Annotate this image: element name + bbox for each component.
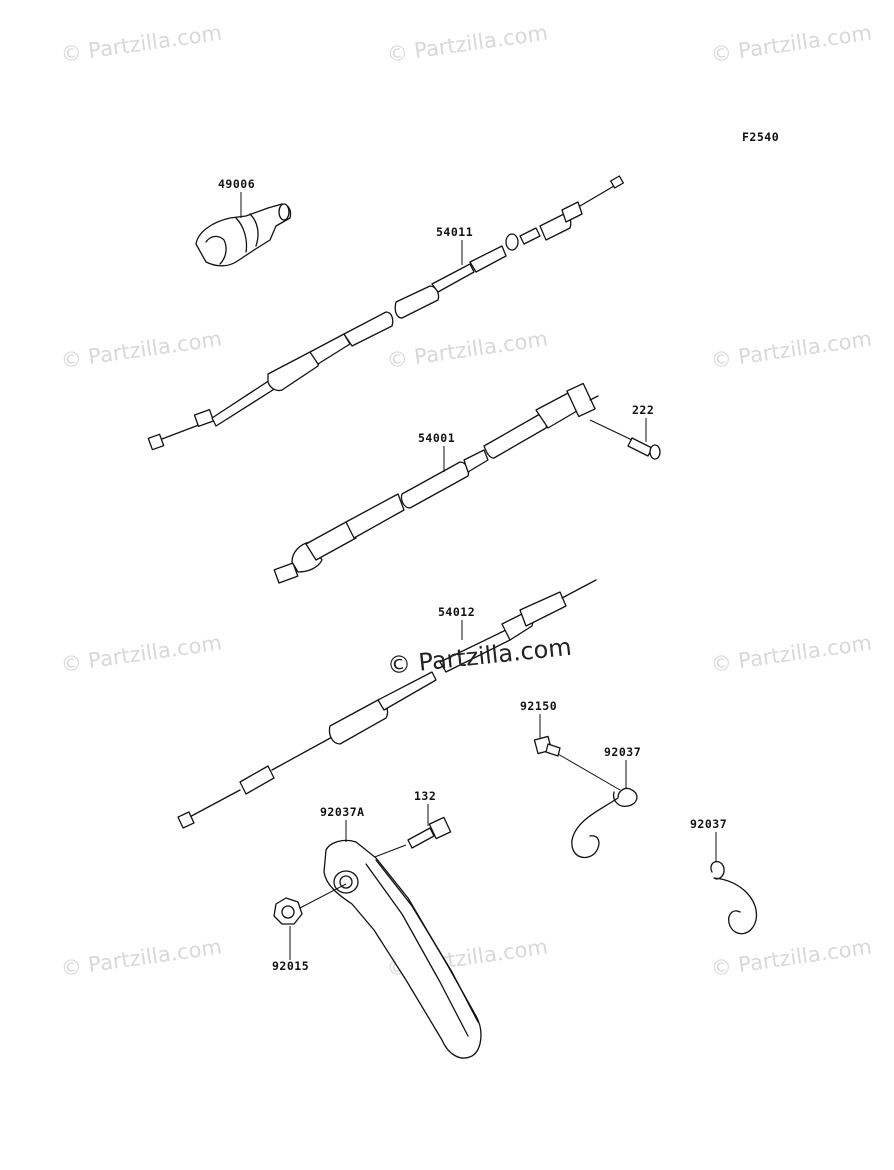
part-92015-nut[interactable] [273,897,303,925]
part-label-92150[interactable]: 92150 [520,699,557,713]
part-222-screw[interactable] [627,437,661,460]
part-label-92037-clip[interactable]: 92037 [690,817,727,831]
diagram-code: F2540 [742,130,779,144]
watermark-text: © Partzilla.com [709,935,873,981]
part-label-132[interactable]: 132 [414,789,436,803]
watermark-text: © Partzilla.com [709,631,873,677]
part-132-bolt[interactable] [407,816,452,849]
watermark-text: © Partzilla.com [385,21,549,67]
part-label-92037[interactable]: 92037 [604,745,641,759]
part-54011-clutch-cable[interactable] [147,175,624,451]
part-92037A-bracket[interactable] [323,839,482,1059]
part-label-54001[interactable]: 54001 [418,431,455,445]
watermark-layer: © Partzilla.com © Partzilla.com © Partzi… [59,21,873,981]
watermark-text: © Partzilla.com [385,327,549,373]
part-label-222[interactable]: 222 [632,403,654,417]
part-92037-clip[interactable] [710,860,758,935]
part-label-54012[interactable]: 54012 [438,605,475,619]
part-label-92015[interactable]: 92015 [272,959,309,973]
part-54001-speedometer-cable[interactable] [273,382,599,584]
watermark-text: © Partzilla.com [59,935,223,981]
part-92037-clamp[interactable] [571,787,638,859]
watermark-text: © Partzilla.com [59,21,223,67]
part-49006-boot[interactable] [195,203,292,267]
part-label-49006[interactable]: 49006 [218,177,255,191]
watermark-text: © Partzilla.com [59,327,223,373]
part-92150-bolt[interactable] [533,735,561,757]
watermark-text: © Partzilla.com [59,631,223,677]
watermark-text: © Partzilla.com [709,327,873,373]
part-label-54011[interactable]: 54011 [436,225,473,239]
part-label-92037A[interactable]: 92037A [320,805,365,819]
watermark-center: © Partzilla.com [386,633,573,680]
watermark-text: © Partzilla.com [709,21,873,67]
part-54012-throttle-cable[interactable] [177,579,597,829]
